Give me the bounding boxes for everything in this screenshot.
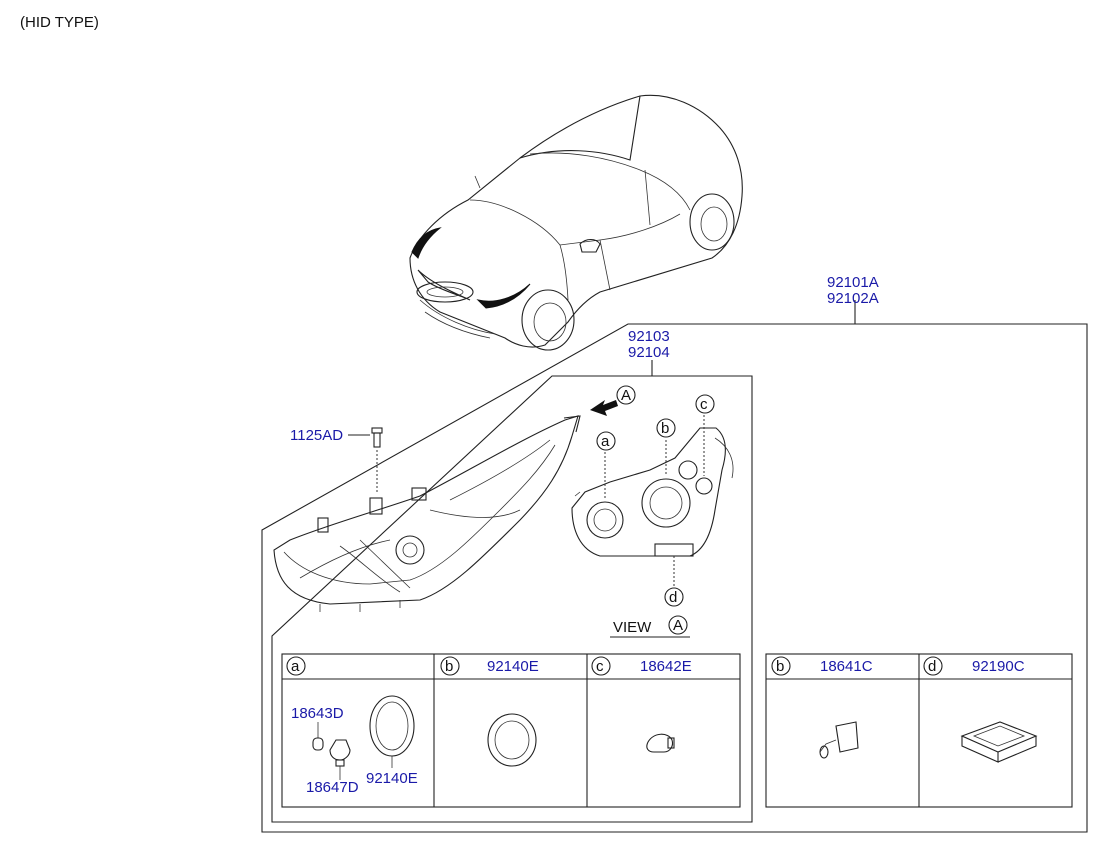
part-number-92140E-b: 92140E: [487, 658, 539, 675]
callout-circle-b: [656, 418, 676, 438]
view-callout-circle: [668, 615, 688, 635]
outer-assembly-frame: [261, 300, 1088, 833]
bolt-icon: [348, 427, 383, 494]
callout-letter-a: a: [601, 433, 610, 450]
part-number-18643D: 18643D: [291, 705, 344, 722]
part-number-18641C: 18641C: [820, 658, 873, 675]
callout-circle-c: [695, 394, 715, 414]
small-bulb-icon: [646, 733, 675, 753]
bolt-number: 1125AD: [290, 427, 343, 444]
right-cell-b-circle: [771, 656, 791, 676]
table-cell-b-circle: [440, 656, 460, 676]
table-cell-c-letter: c: [596, 658, 604, 675]
callout-letter-b: b: [661, 420, 669, 437]
parts-table-left: [281, 653, 741, 808]
callout-circle-a: [596, 431, 616, 451]
car-illustration: [409, 94, 743, 351]
bulb-icons-cell-a: [312, 695, 415, 780]
arrow-callout-circle: [616, 385, 636, 405]
callout-letter-c: c: [700, 396, 708, 413]
right-cell-b-letter: b: [776, 658, 784, 675]
part-number-18642E: 18642E: [640, 658, 692, 675]
view-arrow: [590, 400, 618, 416]
lamp-number-2: 92104: [628, 344, 670, 361]
right-cell-d-circle: [923, 656, 943, 676]
view-callout-letter: A: [673, 617, 683, 634]
table-cell-c-circle: [591, 656, 611, 676]
assembly-number-2: 92102A: [827, 290, 879, 307]
headlamp-rear-view: [571, 415, 734, 586]
parts-table-right: [765, 653, 1073, 808]
cover-icon: [487, 713, 537, 767]
callout-letter-d: d: [669, 589, 677, 606]
callout-circle-d: [664, 587, 684, 607]
part-number-92140E-a: 92140E: [366, 770, 418, 787]
right-cell-d-letter: d: [928, 658, 936, 675]
table-cell-b-letter: b: [445, 658, 453, 675]
highlighted-headlamp: [476, 283, 531, 309]
headlamp-assembly: [273, 415, 581, 612]
assembly-number-1: 92101A: [827, 274, 879, 291]
table-cell-a-letter: a: [291, 658, 300, 675]
lamp-number-1: 92103: [628, 328, 670, 345]
arrow-callout-letter: A: [621, 387, 631, 404]
diagram-title: (HID TYPE): [20, 14, 99, 31]
part-number-18647D: 18647D: [306, 779, 359, 796]
hid-bulb-icon: [819, 721, 859, 759]
view-label: VIEW: [613, 619, 652, 636]
table-cell-a-circle: [286, 656, 306, 676]
part-number-92190C: 92190C: [972, 658, 1025, 675]
ballast-icon: [960, 721, 1038, 763]
headlamp-frame: [271, 360, 753, 823]
